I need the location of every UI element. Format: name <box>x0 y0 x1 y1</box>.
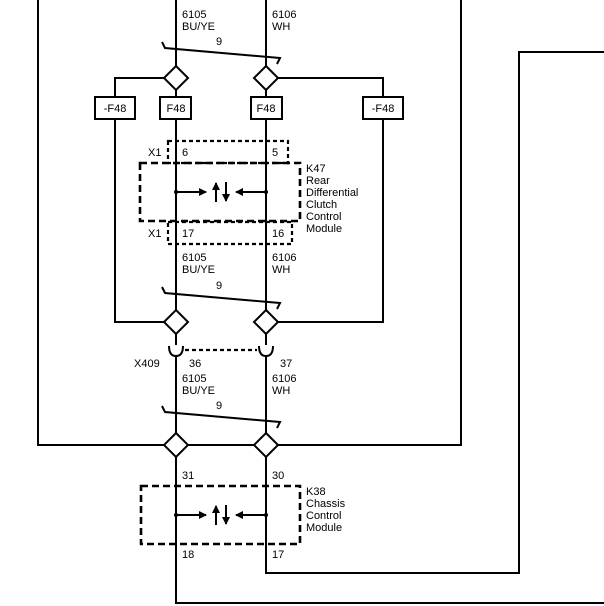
twist-symbol-top <box>161 41 282 65</box>
flag-box-outer-right <box>362 96 404 120</box>
k38-pin-top-left: 31 <box>182 470 194 482</box>
splice-diamond-top-left <box>162 64 190 92</box>
k47-id: K47 <box>306 163 326 175</box>
k38-node-left <box>174 513 178 517</box>
k47-connector-top-label: X1 <box>148 147 161 159</box>
splice-diamond-low-right <box>252 431 280 459</box>
wire-label-number-left-top: 6105 <box>182 9 206 21</box>
k38-name-line-3: Module <box>306 522 342 534</box>
k38-pin-bottom-left: 18 <box>182 549 194 561</box>
k47-pin-bottom-left: 17 <box>182 228 194 240</box>
k47-name-line-3: Clutch <box>306 199 337 211</box>
x409-terminal-right <box>258 345 274 358</box>
k38-name-line-2: Control <box>306 510 341 522</box>
wire-label-color-right-top: WH <box>272 21 290 33</box>
branch-outer-left-down <box>114 119 164 323</box>
k38-pin-top-right: 30 <box>272 470 284 482</box>
flag-outer-left: -F48 <box>104 103 127 115</box>
branch-outer-right-down <box>278 119 384 323</box>
wire-label-number-right-low: 6106 <box>272 373 296 385</box>
k47-connector-x1-top-outline <box>166 139 290 165</box>
k47-connector-bottom-label: X1 <box>148 228 161 240</box>
splice-diamond-mid-right <box>252 308 280 336</box>
k47-module-outline <box>138 161 302 223</box>
wire-label-color-right-mid: WH <box>272 264 290 276</box>
x409-label: X409 <box>134 358 160 370</box>
twist-label-low: 9 <box>216 400 222 412</box>
k47-node-left <box>174 190 178 194</box>
splice-diamond-top-right <box>252 64 280 92</box>
wire-label-number-left-low: 6105 <box>182 373 206 385</box>
twist-symbol-low <box>161 405 282 429</box>
flag-inner-left: F48 <box>167 103 186 115</box>
k47-pin-bottom-right: 16 <box>272 228 284 240</box>
branch-outer-right-top <box>278 77 384 97</box>
k38-name-line-1: Chassis <box>306 498 346 510</box>
x409-terminal-left <box>168 345 184 358</box>
splice-diamond-mid-left <box>162 308 190 336</box>
k38-id: K38 <box>306 486 326 498</box>
k47-name-line-5: Module <box>306 223 342 235</box>
flag-box-inner-left <box>159 96 192 120</box>
flag-outer-right: -F48 <box>372 103 395 115</box>
twist-label-top: 9 <box>216 36 222 48</box>
k47-pin-top-right: 5 <box>272 147 278 159</box>
x409-pin-right: 37 <box>280 358 292 370</box>
twist-label-mid: 9 <box>216 280 222 292</box>
k47-pin-top-left: 6 <box>182 147 188 159</box>
twist-symbol-mid <box>161 286 282 310</box>
k47-name-line-1: Rear <box>306 175 330 187</box>
k38-pin-bottom-right: 17 <box>272 549 284 561</box>
flag-inner-right: F48 <box>257 103 276 115</box>
k47-name-line-4: Control <box>306 211 341 223</box>
k38-module-outline <box>139 484 302 546</box>
wire-label-number-right-mid: 6106 <box>272 252 296 264</box>
k47-node-right <box>264 190 268 194</box>
wire-label-color-left-top: BU/YE <box>182 21 215 33</box>
branch-outer-left-top <box>114 77 164 97</box>
wire-label-color-right-low: WH <box>272 385 290 397</box>
outer-loop-wire-left <box>37 0 462 446</box>
k38-node-right <box>264 513 268 517</box>
wire-label-color-left-low: BU/YE <box>182 385 215 397</box>
wire-k38-pin18-return <box>175 545 604 604</box>
flag-box-inner-right <box>250 96 283 120</box>
wire-label-number-right-top: 6106 <box>272 9 296 21</box>
k47-connector-x1-bottom-outline <box>166 220 294 246</box>
wire-label-number-left-mid: 6105 <box>182 252 206 264</box>
k47-name-line-2: Differential <box>306 187 358 199</box>
wire-label-color-left-mid: BU/YE <box>182 264 215 276</box>
wire-k38-pin17-return <box>265 51 604 574</box>
splice-diamond-low-left <box>162 431 190 459</box>
flag-box-outer-left <box>94 96 136 120</box>
x409-pin-left: 36 <box>189 358 201 370</box>
